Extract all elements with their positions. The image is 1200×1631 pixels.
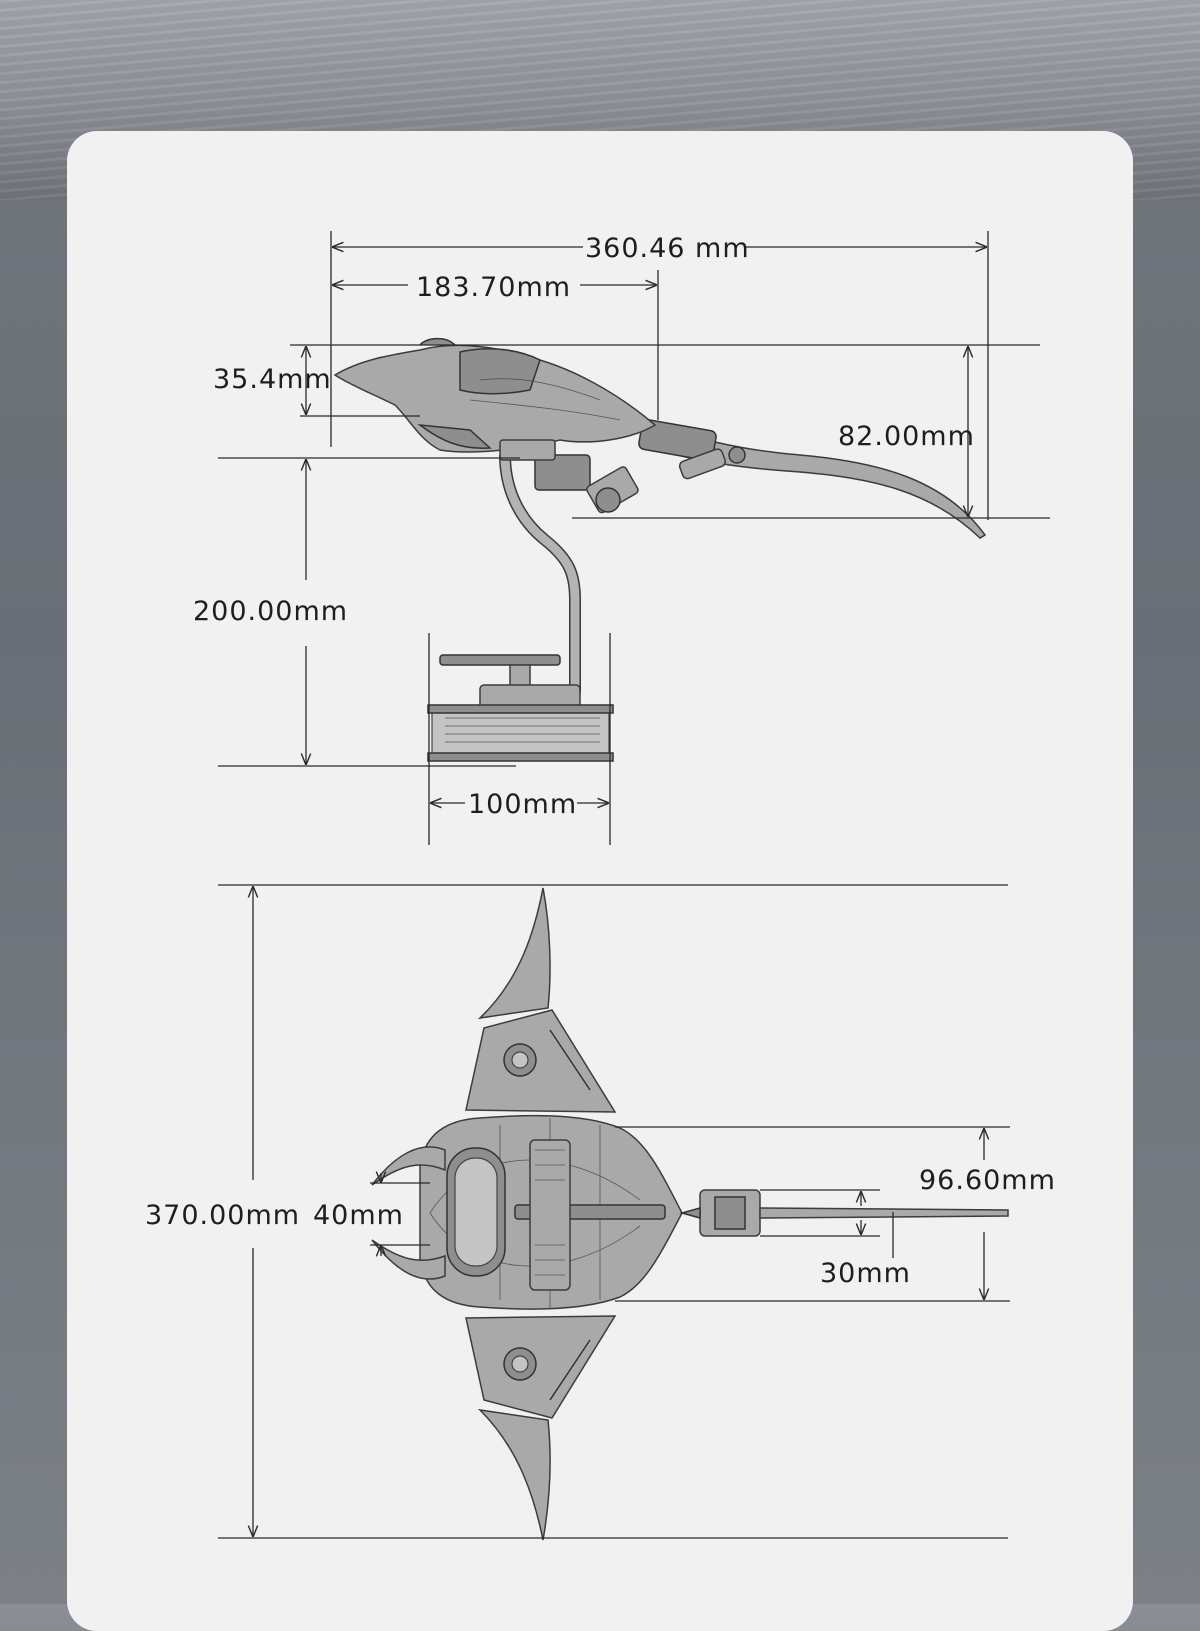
- tail-joints: [638, 419, 746, 480]
- side-dome: [419, 337, 456, 346]
- body-height-label: 35.4mm: [213, 364, 332, 395]
- tail-spike: [759, 1207, 1009, 1219]
- lower-horn: [371, 1239, 446, 1280]
- upper-wing: [465, 1009, 617, 1113]
- base-width-label: 100mm: [468, 789, 577, 820]
- body-width-label: 96.60mm: [919, 1165, 1056, 1196]
- lower-wing: [465, 1315, 617, 1419]
- side-height-label: 82.00mm: [838, 421, 975, 452]
- upper-wing-tip: [477, 887, 551, 1020]
- wingspan-label: 370.00mm: [145, 1200, 300, 1231]
- lower-wing-tip: [477, 1408, 551, 1541]
- top-view: 370.00mm 40mm 96.60mm 30mm: [145, 884, 1056, 1541]
- side-dim-lines: [218, 231, 1050, 845]
- mechanism-frame: [529, 1139, 571, 1291]
- head-width-label: 40mm: [313, 1200, 404, 1231]
- side-body: [333, 344, 657, 453]
- upper-horn: [371, 1146, 446, 1186]
- spec-card: [67, 131, 1133, 1631]
- stand-base: [427, 654, 614, 762]
- side-motor: [499, 439, 639, 514]
- total-length-label: 360.46 mm: [585, 233, 750, 264]
- side-mechanism: [459, 348, 541, 395]
- tail: [638, 418, 987, 539]
- tail-width-label: 30mm: [820, 1258, 911, 1289]
- top-dim-lines: [218, 884, 1010, 1539]
- side-view: 360.46 mm 183.70mm 35.4mm 82.00mm 200.00…: [193, 231, 1050, 845]
- body-length-label: 183.70mm: [416, 272, 571, 303]
- stand-height-label: 200.00mm: [193, 596, 348, 627]
